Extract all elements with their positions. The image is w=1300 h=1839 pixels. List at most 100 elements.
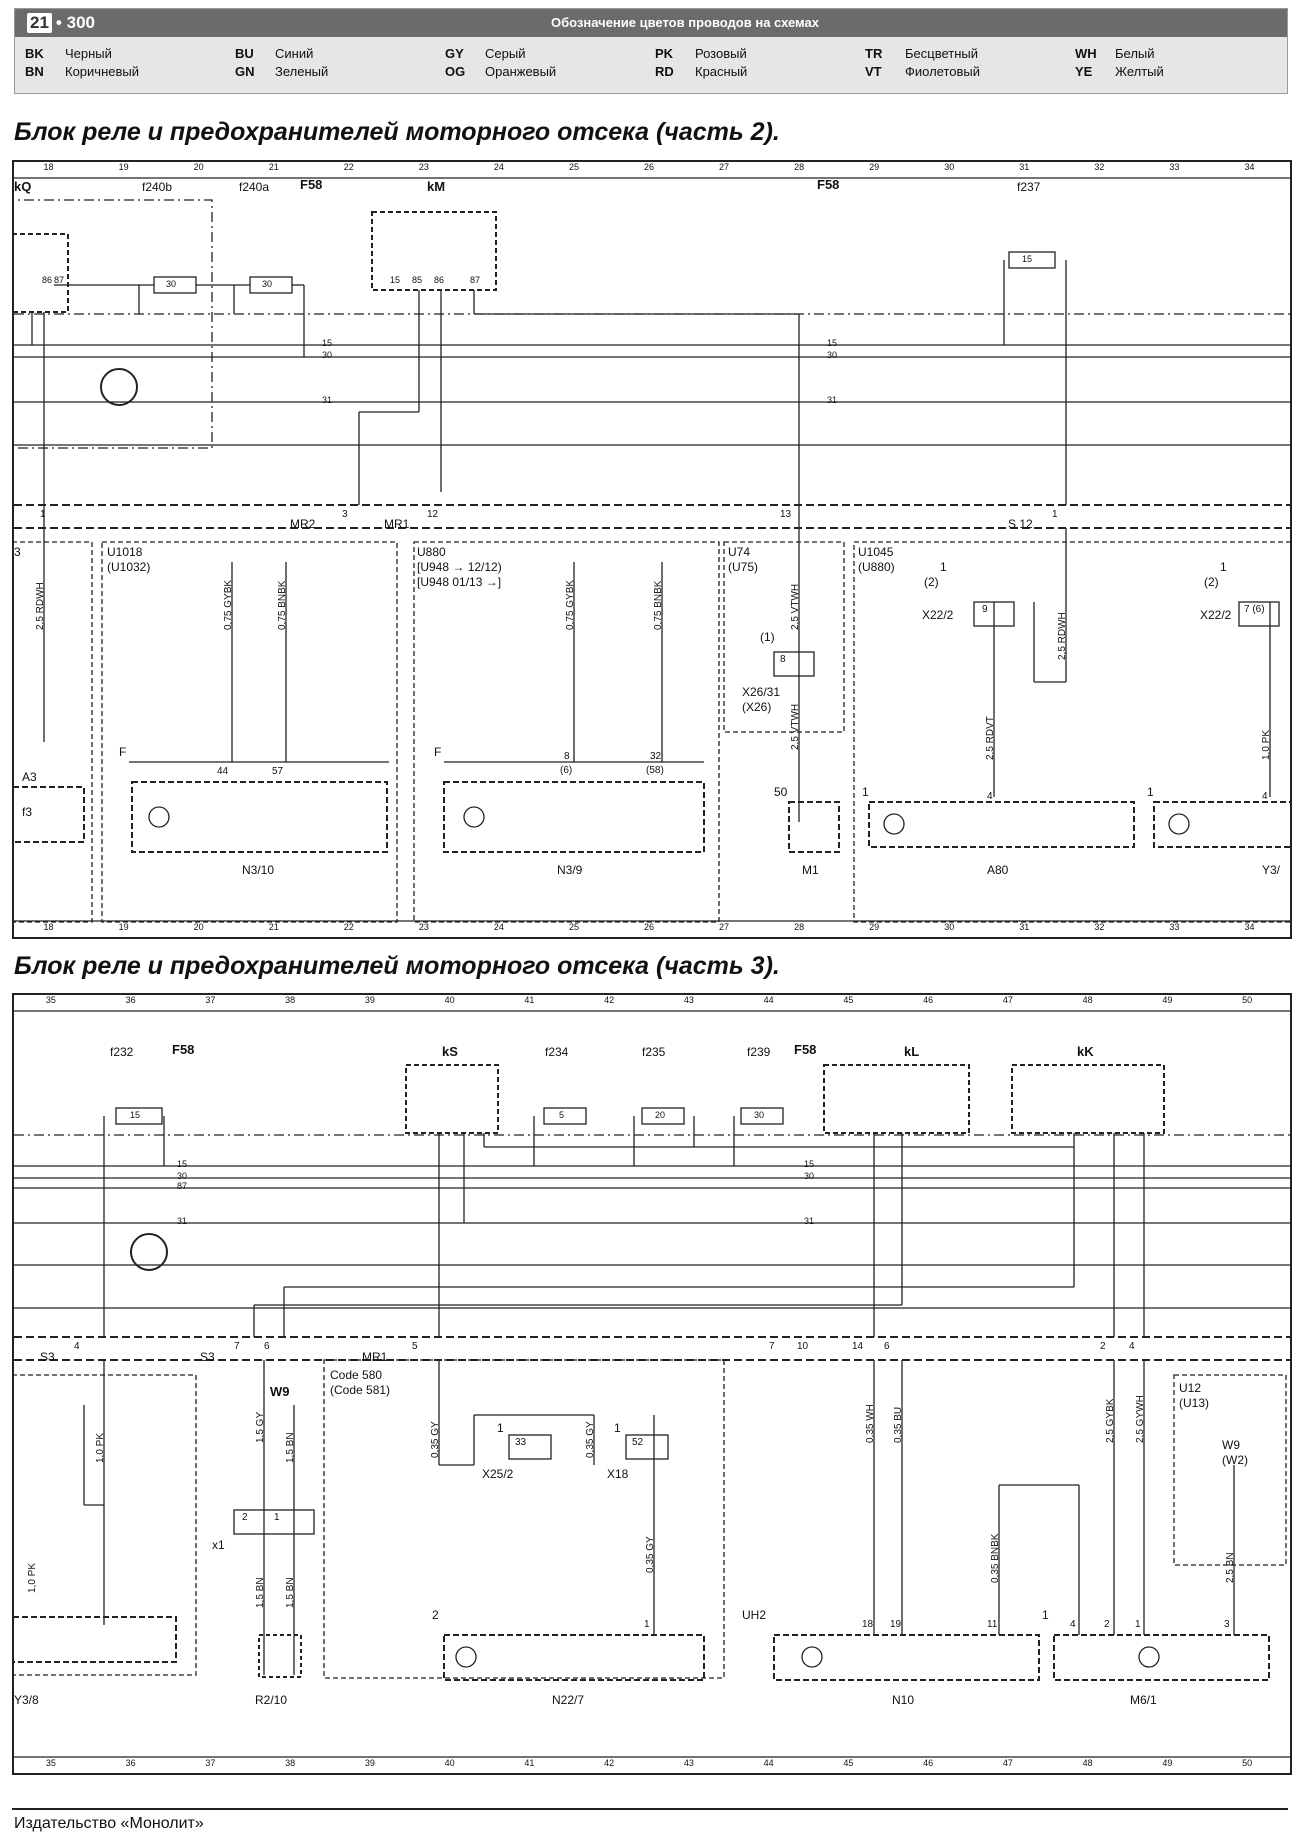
grid-number: 43 xyxy=(683,995,694,1005)
grid-number: 33 xyxy=(1169,162,1180,172)
wire-label: 0,35 BU xyxy=(893,1406,904,1443)
connector-w9-label: W9 xyxy=(1222,1438,1240,1452)
pin-label: 1 xyxy=(1147,785,1154,799)
section2-title: Блок реле и предохранителей моторного от… xyxy=(14,952,780,980)
pin-label: 85 xyxy=(412,275,423,285)
color-code: GY xyxy=(445,46,464,61)
module-n3-9-label: N3/9 xyxy=(557,863,583,877)
module-u880-label: (U880) xyxy=(858,560,895,574)
connector-x22-label: X22/2 xyxy=(1200,608,1232,622)
pin-label: 12 xyxy=(427,509,439,520)
pin-label: 1 xyxy=(274,1512,280,1523)
grid-number: 46 xyxy=(923,995,934,1005)
grid-number: 34 xyxy=(1244,162,1255,172)
publisher-label: Издательство «Монолит» xyxy=(14,1815,204,1832)
bus-label: 15 xyxy=(804,1159,815,1169)
pin-label: 1 xyxy=(1042,1608,1049,1622)
relay-kq-label: kQ xyxy=(14,179,32,194)
pin-label: 1 xyxy=(940,560,947,574)
wire-label: 2,5 VTWH xyxy=(790,703,801,750)
wire-label: 2,5 RDWH xyxy=(1057,612,1068,660)
grid-number: 24 xyxy=(493,922,504,932)
grid-number: 35 xyxy=(45,995,56,1005)
grid-number: 26 xyxy=(644,162,655,172)
wire-label: 2,5 VTWH xyxy=(790,583,801,630)
page-number-value: 300 xyxy=(66,13,95,32)
wire-label: 0,35 GY xyxy=(430,1421,441,1458)
bus-label: 30 xyxy=(804,1171,815,1181)
pin-label: 86 xyxy=(434,275,445,285)
module-n3-10-label: N3/10 xyxy=(242,863,275,877)
fuse-f237-label: f237 xyxy=(1017,180,1041,194)
pin-label: 8 xyxy=(564,751,570,762)
grid-number: 50 xyxy=(1242,995,1253,1005)
color-name: Розовый xyxy=(695,46,747,61)
wire-label: 0,75 GYBK xyxy=(223,579,234,630)
pin-label: 3 xyxy=(342,509,348,520)
grid-number: 48 xyxy=(1082,1758,1093,1768)
footer-rule xyxy=(12,1808,1288,1810)
wire-label: 1,5 BN xyxy=(285,1577,296,1608)
pin-label: (2) xyxy=(1204,575,1219,589)
color-code: WH xyxy=(1075,46,1097,61)
wiring-diagram-part2 xyxy=(12,160,1292,939)
grid-number: 30 xyxy=(944,922,955,932)
connector-x22-label: X22/2 xyxy=(922,608,954,622)
relay-kl-label: kL xyxy=(904,1044,920,1059)
bus-label: 87 xyxy=(177,1181,188,1191)
color-code: YE xyxy=(1075,64,1093,79)
pin-label: 87 xyxy=(470,275,481,285)
grid-number: 39 xyxy=(364,1758,375,1768)
pin-label: (2) xyxy=(924,575,939,589)
grid-number: 25 xyxy=(568,922,579,932)
color-name: Зеленый xyxy=(275,64,329,79)
grid-number: 37 xyxy=(205,1758,216,1768)
connector-mr1-label: MR1 xyxy=(362,1350,388,1364)
connector-w9-label: W9 xyxy=(270,1384,290,1399)
module-u948-label: [U948 01/13 →] xyxy=(417,575,502,589)
section1-labels: kQ f240b f240a F58 kM F58 f237 30 30 15 … xyxy=(12,160,1288,935)
grid-number: 29 xyxy=(869,162,880,172)
relay-kk-label: kK xyxy=(1077,1044,1094,1059)
pin-label: 4 xyxy=(987,791,993,802)
color-code: RD xyxy=(655,64,674,79)
grid-number: 33 xyxy=(1169,922,1180,932)
grid-number: 18 xyxy=(43,162,54,172)
pin-label: 18 xyxy=(862,1619,874,1630)
wire-label: 2,5 GYWH xyxy=(1135,1395,1146,1443)
pin-label: 1 xyxy=(40,509,46,520)
color-code: BK xyxy=(25,46,44,61)
module-u880-label: U880 xyxy=(417,545,446,559)
grid-number: 29 xyxy=(869,922,880,932)
wire-label: 0,35 GY xyxy=(645,1536,656,1573)
grid-number: 21 xyxy=(268,922,279,932)
grid-number: 26 xyxy=(644,922,655,932)
color-code: BU xyxy=(235,46,254,61)
connector-x26-label: (X26) xyxy=(742,700,772,714)
grid-number: 41 xyxy=(524,1758,535,1768)
legend-header: 21• 300 Обозначение цветов проводов на с… xyxy=(14,8,1288,94)
grid-number: 28 xyxy=(794,162,805,172)
component-f3-label: f3 xyxy=(22,805,33,819)
pin-label: 5 xyxy=(412,1341,418,1352)
bus-label: 30 xyxy=(827,350,838,360)
grid-number: 47 xyxy=(1002,995,1013,1005)
pin-label: 1 xyxy=(497,1421,504,1435)
header-title: Обозначение цветов проводов на схемах xyxy=(551,15,819,30)
pin-label: 1 xyxy=(1220,560,1227,574)
pin-label: (1) xyxy=(760,630,775,644)
grid-number: 31 xyxy=(1019,162,1030,172)
color-name: Коричневый xyxy=(65,64,139,79)
color-code: PK xyxy=(655,46,674,61)
wire-label: 2,5 RDVT xyxy=(985,716,996,760)
grid-number: 25 xyxy=(568,162,579,172)
wire-label: 1,0 PK xyxy=(95,1432,106,1463)
grid-number: 47 xyxy=(1002,1758,1013,1768)
module-label: 3 xyxy=(14,545,21,559)
